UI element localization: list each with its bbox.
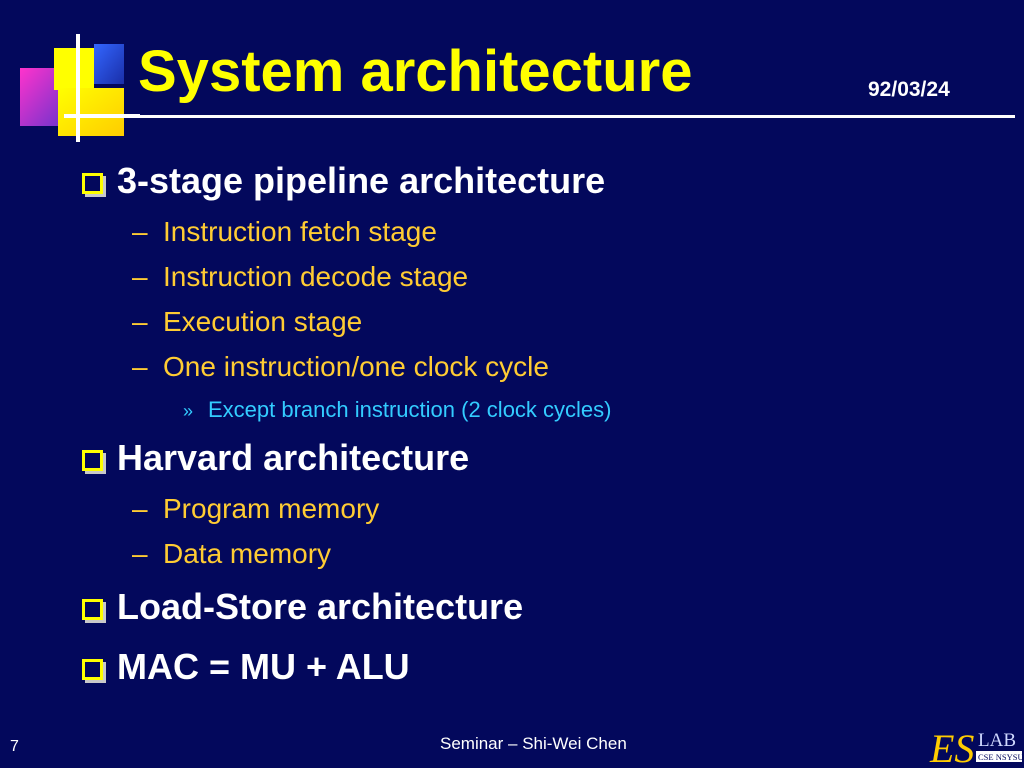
decorative-squares-graphic bbox=[20, 34, 140, 142]
sub-sub-bullet-text: Except branch instruction (2 clock cycle… bbox=[208, 397, 612, 422]
bullet-text: Load-Store architecture bbox=[117, 586, 524, 627]
title-divider bbox=[64, 115, 1015, 118]
sub-bullet-text: Program memory bbox=[163, 493, 380, 524]
bullet-text: MAC = MU + ALU bbox=[117, 646, 410, 687]
slide-date: 92/03/24 bbox=[868, 78, 950, 101]
logo-sub-bg bbox=[976, 751, 1022, 762]
sub-bullet-data-memory: –Data memory bbox=[132, 538, 331, 570]
sub-bullet-text: Execution stage bbox=[163, 306, 363, 337]
bullet-mac: MAC = MU + ALU bbox=[82, 646, 410, 688]
logo-lab: LAB bbox=[978, 730, 1016, 751]
bullet-harvard: Harvard architecture bbox=[82, 437, 469, 479]
page-number: 7 bbox=[10, 738, 19, 755]
slide-footer: Seminar – Shi-Wei Chen bbox=[440, 734, 627, 753]
slide-title: System architecture bbox=[138, 39, 693, 104]
sub-bullet-execution: –Execution stage bbox=[132, 306, 362, 338]
checkbox-bullet-icon bbox=[82, 449, 103, 471]
bullet-text: Harvard architecture bbox=[117, 437, 470, 478]
sub-bullet-program-memory: –Program memory bbox=[132, 493, 379, 525]
dash-bullet-icon: – bbox=[132, 216, 148, 247]
sub-bullet-text: Instruction fetch stage bbox=[163, 216, 437, 247]
bullet-text: 3-stage pipeline architecture bbox=[117, 160, 606, 201]
eslab-logo: ES LAB CSE NSYSU bbox=[929, 726, 1024, 768]
bullet-pipeline: 3-stage pipeline architecture bbox=[82, 160, 605, 202]
bullet-load-store: Load-Store architecture bbox=[82, 586, 523, 628]
sub-bullet-text: One instruction/one clock cycle bbox=[163, 351, 549, 382]
sub-bullet-fetch: –Instruction fetch stage bbox=[132, 216, 437, 248]
sub-bullet-text: Data memory bbox=[163, 538, 332, 569]
dash-bullet-icon: – bbox=[132, 493, 148, 524]
logo-sub: CSE NSYSU bbox=[978, 752, 1024, 762]
logo-letters: ES bbox=[929, 726, 974, 768]
dash-bullet-icon: – bbox=[132, 306, 148, 337]
sub-bullet-decode: –Instruction decode stage bbox=[132, 261, 468, 293]
raquo-bullet-icon: » bbox=[183, 401, 194, 421]
sub-bullet-cycle: –One instruction/one clock cycle bbox=[132, 351, 549, 383]
checkbox-bullet-icon bbox=[82, 598, 103, 620]
dash-bullet-icon: – bbox=[132, 261, 148, 292]
checkbox-bullet-icon bbox=[82, 172, 103, 194]
sub-bullet-text: Instruction decode stage bbox=[163, 261, 469, 292]
dash-bullet-icon: – bbox=[132, 538, 148, 569]
dash-bullet-icon: – bbox=[132, 351, 148, 382]
sub-sub-bullet-branch: » Except branch instruction (2 clock cycl… bbox=[183, 397, 612, 423]
checkbox-bullet-icon bbox=[82, 658, 103, 680]
